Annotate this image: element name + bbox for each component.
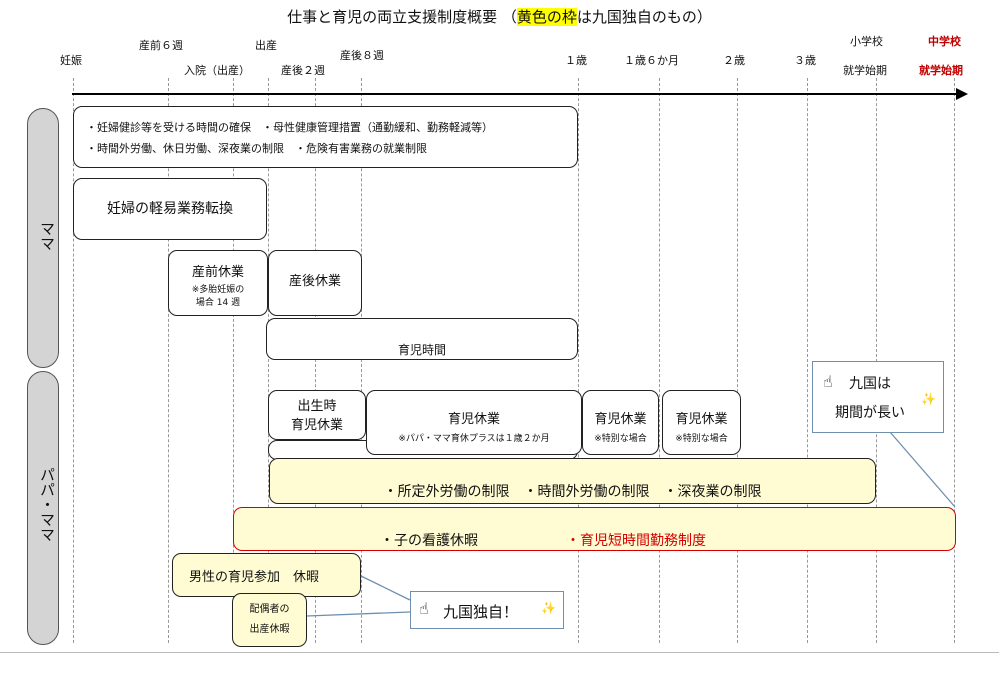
side-label-mama: ママ [27, 108, 59, 368]
tick-1sai: １歳 [565, 54, 587, 67]
guide-line-sango2 [315, 78, 316, 643]
pointing-hand-icon: ☝ [419, 599, 429, 618]
box-ikuji-kyugyo: 育児休業 ※パパ・ママ育休プラスは１歳２か月 [366, 390, 582, 455]
box-haiguusha-shussan-kyuka: 配偶者の 出産休暇 [232, 593, 307, 647]
connector-long-period [889, 431, 956, 508]
guide-line-2sai [737, 78, 738, 643]
box-sango-kyugyo: 産後休業 [268, 250, 362, 316]
guide-line-sanzen6 [168, 78, 169, 643]
tick-ninshin: 妊娠 [60, 54, 82, 67]
guide-line-chugakko [954, 78, 955, 643]
box-boshi-kenko: ・妊婦健診等を受ける時間の確保 ・母性健康管理措置（通勤緩和、勤務軽減等） ・時… [73, 106, 578, 168]
box-ikuji-kyugyo-1sai6: 育児休業 ※特別な場合 [582, 390, 659, 455]
tick-sanzen6: 産前６週 [139, 39, 183, 52]
guide-line-1sai6 [659, 78, 660, 643]
box-ikuji-jikan: 育児時間 [266, 318, 578, 360]
timeline-axis [72, 93, 956, 95]
connector-dokuji-1 [360, 575, 411, 601]
box-dansei-ikuji-kyuka: 男性の育児参加 休暇 [172, 553, 361, 597]
tick-sango8: 産後８週 [340, 49, 384, 62]
connector-dokuji-2 [306, 611, 411, 617]
box-sanzen-kyugyo: 産前休業 ※多胎妊娠の 場合 14 週 [168, 250, 268, 316]
guide-line-shussan [268, 78, 269, 643]
tick-shussan: 出産 [255, 39, 277, 52]
guide-line-nyuin [233, 78, 234, 643]
tick-2sai: ２歳 [723, 54, 745, 67]
guide-line-1sai [578, 78, 579, 643]
tick-nyuin: 入院（出産） [184, 64, 250, 77]
tick-chugakko: 中学校 [928, 35, 961, 48]
sparkle-icon: ✨ [921, 392, 936, 406]
guide-line-shogakko [876, 78, 877, 643]
tick-3sai: ３歳 [794, 54, 816, 67]
guide-line-sango8 [361, 78, 362, 643]
tick-chugakko-sub: 就学始期 [919, 64, 963, 77]
tick-shogakko-sub: 就学始期 [843, 64, 887, 77]
title-highlight: 黄色の枠 [516, 8, 577, 26]
box-kango-tanjikan: ・子の看護休暇 ・育児短時間勤務制度 [233, 507, 956, 551]
pointing-hand-icon: ☝ [823, 372, 833, 391]
box-keieki-gyomu: 妊婦の軽易業務転換 [73, 178, 267, 240]
box-shussei-ikukyu: 出生時 育児休業 [268, 390, 366, 440]
tick-shogakko: 小学校 [850, 35, 883, 48]
box-rodo-seigen: ・所定外労働の制限 ・時間外労働の制限 ・深夜業の制限 [269, 458, 876, 504]
page-title: 仕事と育児の両立支援制度概要 （黄色の枠は九国独自のもの） [287, 8, 712, 26]
note-kyukoku-dokuji: ☝ 九国独自！ ✨ [410, 591, 564, 629]
timeline-arrowhead [956, 88, 968, 100]
sparkle-icon: ✨ [541, 601, 556, 615]
tick-sango2: 産後２週 [281, 64, 325, 77]
bottom-baseline [0, 652, 999, 653]
guide-line-ninshin [73, 78, 74, 643]
tick-1sai6: １歳６か月 [624, 54, 679, 67]
note-kikan-nagai: ☝ 九国は 期間が長い ✨ [812, 361, 944, 433]
guide-line-3sai [807, 78, 808, 643]
box-ikuji-kyugyo-2sai: 育児休業 ※特別な場合 [662, 390, 741, 455]
side-label-papa-mama: パパ・ママ [27, 371, 59, 645]
